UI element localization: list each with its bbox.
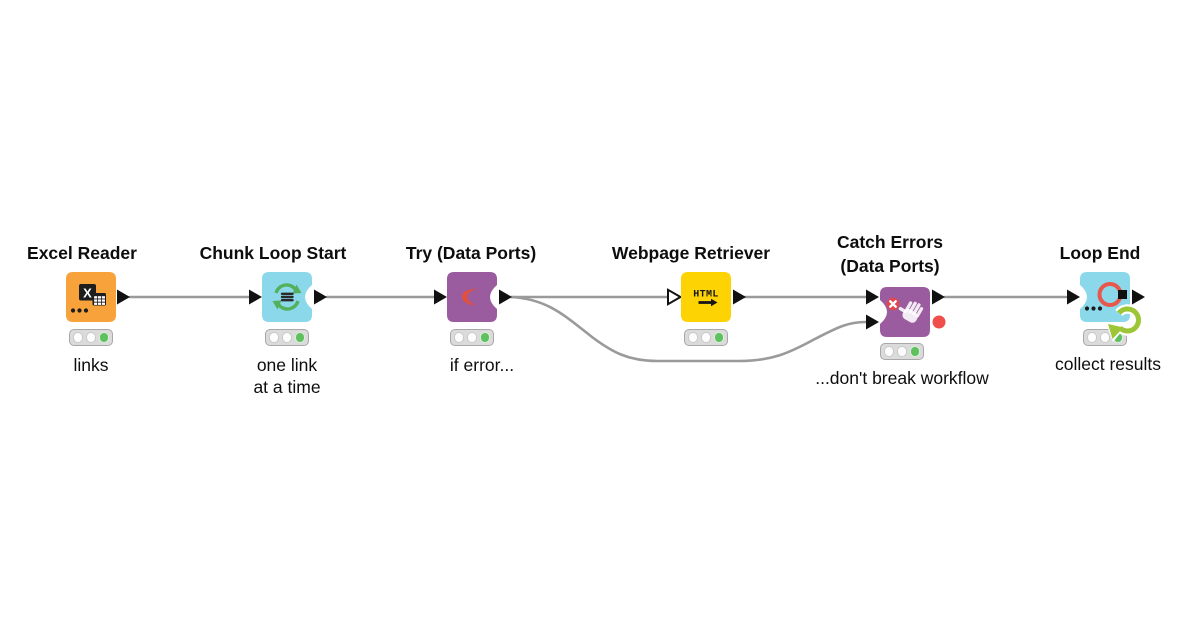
status-traffic-light <box>450 329 494 346</box>
status-dot-red <box>687 332 699 343</box>
node-annotation-excel-reader: links <box>73 355 109 375</box>
port-chunk-in[interactable] <box>249 289 262 305</box>
status-dot-green <box>909 346 921 357</box>
node-catch-errors[interactable] <box>880 287 930 337</box>
status-dot-red <box>268 332 280 343</box>
status-dot-green <box>294 332 306 343</box>
stop-hand-icon <box>886 297 924 323</box>
wire-try-bypass-to-catch <box>509 295 868 363</box>
status-traffic-light <box>265 329 309 346</box>
port-try-out[interactable] <box>499 289 512 305</box>
status-dot-green <box>479 332 491 343</box>
status-dot-yellow <box>281 332 293 343</box>
port-loopend-in[interactable] <box>1067 289 1080 305</box>
loop-end-ring-icon <box>1084 282 1127 311</box>
status-dot-yellow <box>466 332 478 343</box>
node-annotation-try: if error... <box>449 355 515 375</box>
status-dot-green <box>98 332 110 343</box>
port-catch-in1[interactable] <box>866 289 879 305</box>
status-traffic-light <box>880 343 924 360</box>
node-try-data-ports[interactable] <box>447 272 497 322</box>
node-title-loop-end: Loop End <box>1059 243 1141 263</box>
status-dot-yellow <box>1099 332 1111 343</box>
status-dot-yellow <box>896 346 908 357</box>
node-annotation-catch-errors: ...don't break workflow <box>815 368 989 388</box>
node-chunk-loop-start[interactable] <box>262 272 312 322</box>
status-traffic-light <box>69 329 113 346</box>
status-dot-red <box>883 346 895 357</box>
status-dot-red <box>453 332 465 343</box>
status-dot-yellow <box>85 332 97 343</box>
port-excel-out[interactable] <box>117 289 130 305</box>
node-title-webpage-retriever: Webpage Retriever <box>611 243 771 263</box>
port-try-in[interactable] <box>434 289 447 305</box>
loop-refresh-icon <box>272 283 302 311</box>
excel-table-icon: X <box>70 284 106 313</box>
status-dot-green <box>713 332 725 343</box>
status-dot-red <box>1086 332 1098 343</box>
node-title-catch-errors: Catch Errors (Data Ports) <box>836 232 943 276</box>
status-dot-red <box>72 332 84 343</box>
status-dot-yellow <box>700 332 712 343</box>
dynamic-ports-dots-icon <box>70 308 89 313</box>
dynamic-ports-dots-icon <box>1084 306 1103 311</box>
html-arrow-icon: HTML <box>693 290 719 307</box>
node-webpage-retriever[interactable]: HTML <box>681 272 731 322</box>
port-catch-out[interactable] <box>932 289 945 305</box>
svg-text:X: X <box>83 286 92 301</box>
port-loopend-out[interactable] <box>1132 289 1145 305</box>
node-annotation-chunk-loop-start: one link at a time <box>253 355 321 397</box>
loop-reset-arrow-icon <box>1105 304 1144 342</box>
try-crescent-icon <box>461 288 479 306</box>
port-chunk-out[interactable] <box>314 289 327 305</box>
node-title-excel-reader: Excel Reader <box>27 243 137 263</box>
node-annotation-loop-end: collect results <box>1054 354 1161 374</box>
port-webpage-in-optional[interactable] <box>667 288 683 306</box>
node-body[interactable] <box>447 272 497 322</box>
node-title-chunk-loop-start: Chunk Loop Start <box>199 243 347 263</box>
port-webpage-out[interactable] <box>733 289 746 305</box>
node-body[interactable] <box>681 272 731 322</box>
port-catch-flowvar-out[interactable] <box>932 315 946 329</box>
port-catch-in2[interactable] <box>866 314 879 330</box>
status-traffic-light <box>684 329 728 346</box>
node-title-try: Try (Data Ports) <box>405 243 537 263</box>
svg-text:HTML: HTML <box>693 290 719 301</box>
node-excel-reader[interactable]: X <box>66 272 116 322</box>
